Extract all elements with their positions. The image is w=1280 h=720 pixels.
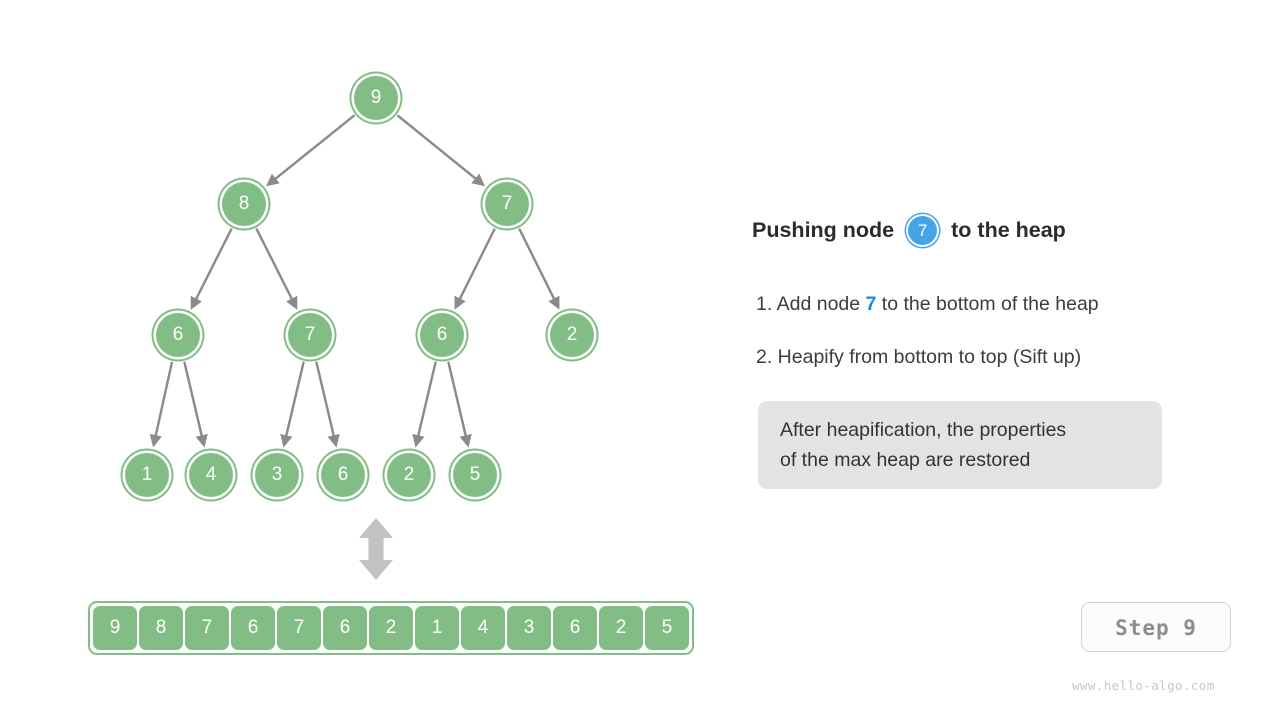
array-cell: 2 xyxy=(369,606,413,650)
array-cell: 7 xyxy=(277,606,321,650)
tree-edge xyxy=(396,114,486,187)
array-cell: 7 xyxy=(185,606,229,650)
tree-edge xyxy=(447,361,472,448)
tree-node: 7 xyxy=(288,313,332,357)
callout-line-2: of the max heap are restored xyxy=(780,449,1031,471)
site-watermark: www.hello-algo.com xyxy=(1072,678,1215,693)
array-cell: 3 xyxy=(507,606,551,650)
tree-edge xyxy=(412,361,437,448)
headline-suffix: to the heap xyxy=(951,218,1066,242)
tree-node: 7 xyxy=(485,182,529,226)
tree-edge xyxy=(315,361,340,448)
tree-edge xyxy=(255,228,298,310)
tree-edges xyxy=(149,114,560,448)
step-1-suffix: to the bottom of the heap xyxy=(876,293,1099,315)
tree-node: 3 xyxy=(255,453,299,497)
tree-node: 5 xyxy=(453,453,497,497)
tree-edge xyxy=(280,361,305,448)
info-callout: After heapification, the properties of t… xyxy=(758,401,1162,489)
callout-line-1: After heapification, the properties xyxy=(780,419,1067,441)
tree-edge xyxy=(190,228,233,310)
tree-node: 6 xyxy=(321,453,365,497)
array-cell: 5 xyxy=(645,606,689,650)
array-cell: 6 xyxy=(553,606,597,650)
array-cell: 6 xyxy=(231,606,275,650)
array-cell: 2 xyxy=(599,606,643,650)
tree-node: 1 xyxy=(125,453,169,497)
step-1-highlight: 7 xyxy=(865,293,877,315)
headline-prefix: Pushing node xyxy=(752,218,895,242)
tree-edge xyxy=(183,361,208,448)
vertical-double-arrow-icon xyxy=(359,518,393,580)
array-cell: 4 xyxy=(461,606,505,650)
tree-edge xyxy=(149,361,174,448)
instruction-step-2: 2. Heapify from bottom to top (Sift up) xyxy=(756,346,1081,369)
page-title: Pushing node 7 to the heap xyxy=(752,216,1066,245)
array-cell: 1 xyxy=(415,606,459,650)
tree-node: 9 xyxy=(354,76,398,120)
tree-edge-layer xyxy=(149,114,560,448)
tree-node: 2 xyxy=(550,313,594,357)
tree-node: 8 xyxy=(222,182,266,226)
tree-node: 4 xyxy=(189,453,233,497)
instruction-step-1: 1. Add node 7 to the bottom of the heap xyxy=(756,293,1099,316)
array-cell: 9 xyxy=(93,606,137,650)
highlighted-node-badge: 7 xyxy=(908,216,938,245)
explanation-panel: Pushing node 7 to the heap 1. Add node 7… xyxy=(752,0,1252,720)
tree-edge xyxy=(518,228,560,310)
tree-node: 6 xyxy=(156,313,200,357)
step-2-prefix: 2. Heapify from bottom to top (Sift up) xyxy=(756,346,1082,368)
step-1-prefix: 1. Add node xyxy=(756,293,866,315)
array-cell: 8 xyxy=(139,606,183,650)
tree-node: 6 xyxy=(420,313,464,357)
tree-node: 2 xyxy=(387,453,431,497)
array-cell: 6 xyxy=(323,606,367,650)
step-counter-badge: Step 9 xyxy=(1081,602,1231,652)
tree-edge xyxy=(454,228,496,310)
tree-edge xyxy=(266,114,356,187)
